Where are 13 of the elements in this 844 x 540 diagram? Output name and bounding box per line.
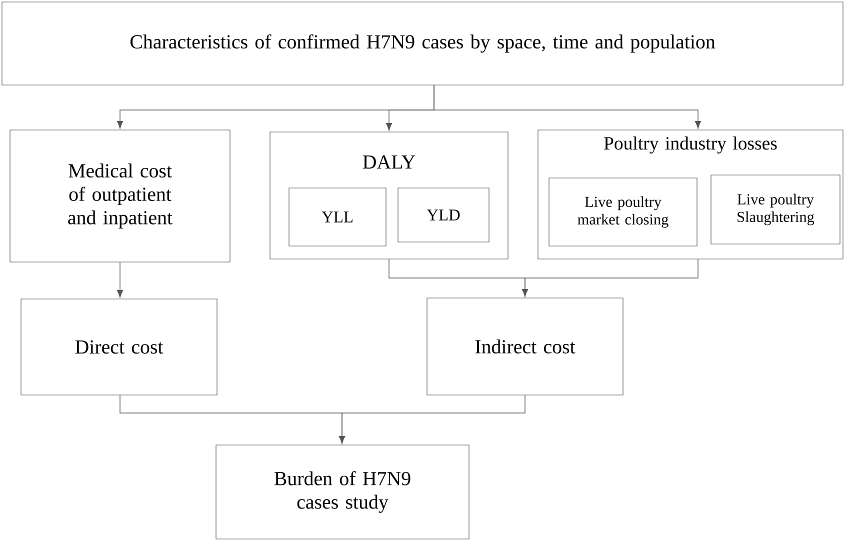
- arrow: [434, 84, 702, 129]
- process-box: Direct cost: [20, 298, 218, 396]
- arrow: [522, 258, 698, 297]
- process-box: Indirect cost: [426, 298, 624, 396]
- process-box: Burden of H7N9 cases study: [216, 444, 470, 540]
- sub-box: YLL: [288, 188, 386, 246]
- arrow: [116, 262, 124, 298]
- process-box: Medical cost of outpatient and inpatient: [10, 130, 230, 262]
- sub-box: Live poultry Slaughtering: [710, 174, 840, 244]
- process-box: Characteristics of confirmed H7N9 cases by space, time and population: [2, 2, 844, 86]
- sub-box: YLD: [398, 188, 490, 242]
- sub-box: Live poultry market closing: [548, 178, 698, 246]
- arrow: [338, 394, 526, 444]
